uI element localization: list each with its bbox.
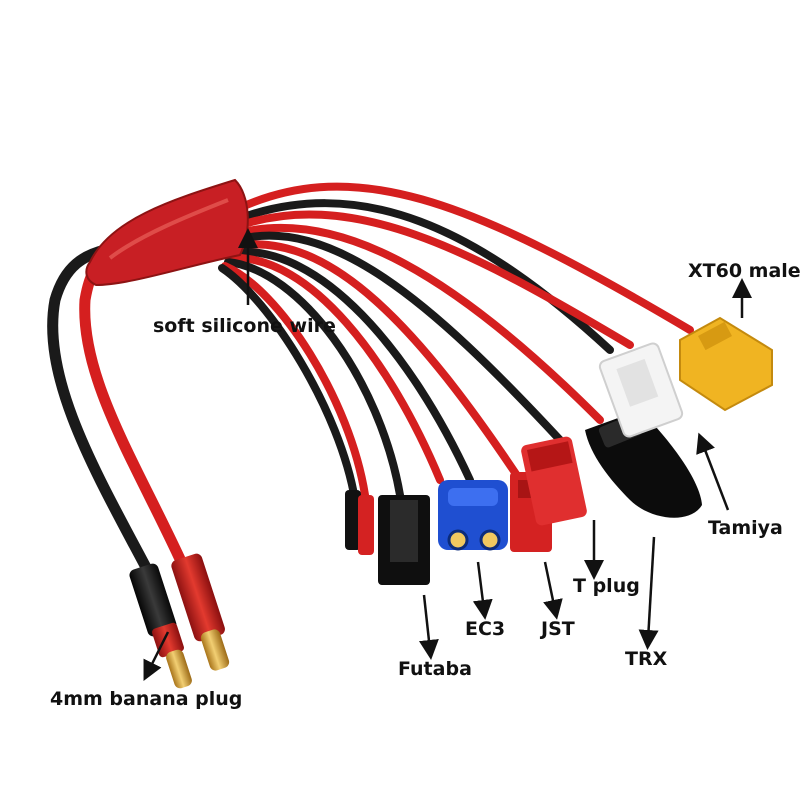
futaba-connector: [378, 495, 430, 585]
label-xt60-male: XT60 male: [688, 260, 800, 282]
banana-plug-red: [171, 553, 230, 671]
arrow-banana: [143, 631, 170, 681]
annotation-arrows: [143, 228, 752, 681]
label-t-plug: T plug: [573, 575, 640, 597]
fanout-wires: [218, 182, 694, 504]
arrow-tamiya: [696, 432, 730, 511]
label-tamiya: Tamiya: [708, 517, 783, 539]
label-futaba: Futaba: [398, 658, 472, 680]
arrow-jst: [543, 561, 563, 620]
arrow-trx: [638, 536, 659, 650]
label-jst: JST: [541, 618, 575, 640]
label-4mm-banana-plug: 4mm banana plug: [50, 688, 243, 710]
ec3-connector: [438, 480, 508, 551]
t-plug-connector: [521, 436, 587, 526]
bullet-connectors: [345, 490, 374, 555]
xt60-connector: [679, 316, 773, 412]
arrow-ec3: [472, 561, 493, 620]
main-wire-pair: [47, 244, 191, 581]
label-ec3: EC3: [465, 618, 506, 640]
label-soft-silicone-wire: soft silicone wire: [153, 315, 336, 337]
heat-shrink-sleeve: [85, 178, 249, 287]
arrow-futaba: [418, 594, 439, 660]
label-trx: TRX: [625, 648, 668, 670]
tamiya-connector: [598, 342, 684, 438]
